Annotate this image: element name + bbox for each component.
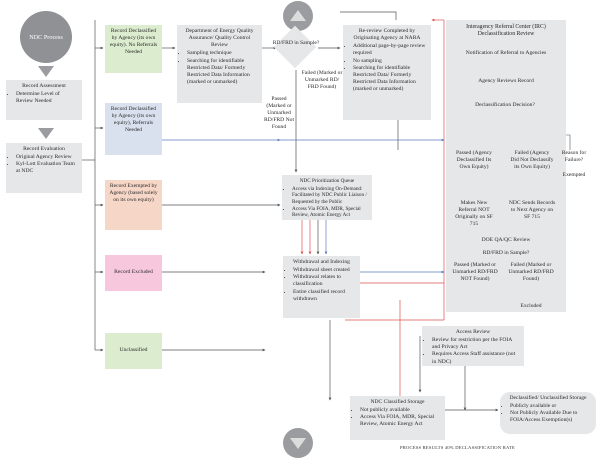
doe-qa-review-title: Department of Energy Quality Assurance/ …: [185, 28, 254, 49]
classified-storage-title: NDC Classified Storage: [370, 399, 425, 405]
record-evaluation-item: Original Agency Review: [16, 154, 78, 161]
irc-failed: Failed (Agency Did Not Declassify its Ow…: [510, 150, 554, 170]
outcome-exempted: Record Exempted by Agency (based solely …: [105, 180, 162, 230]
nara-rereview-item: Additional page-by-page review required: [353, 43, 427, 57]
outcome-label: Record Excluded: [114, 269, 153, 275]
irc-review-panel: [446, 20, 566, 312]
record-assessment-box: Record Assessment Determine Level of Rev…: [6, 80, 82, 120]
nav-up-triangle[interactable]: [283, 1, 313, 31]
record-evaluation-item: Kyl-Lott Evaluation Team at NDC: [16, 161, 78, 175]
declassified-storage-title: Declassified/ Unclassified Storage: [509, 395, 587, 401]
nara-rereview-box: Re-review Completed by Originating Agenc…: [343, 25, 431, 120]
irc-notification: Notification of Referral to Agencies: [465, 50, 547, 56]
access-review-item: Review for restriction per the FOIA and …: [432, 337, 520, 351]
doe-qa-review-item: Sampling technique: [187, 50, 258, 57]
irc-rd-question: RD/FRD in Sample?: [482, 250, 530, 256]
irc-rd-failed: Failed (Marked or Unmarked RD/FRD Found): [508, 262, 554, 282]
outcome-excluded: Record Excluded: [105, 255, 162, 291]
classified-storage-item: Not publicly available: [360, 407, 441, 414]
outcome-declassified-referrals: Record Declassified by Agency (its own e…: [105, 103, 162, 155]
withdrawal-title: Withdrawal and Indexing: [293, 259, 350, 265]
withdrawal-indexing-box: Withdrawal and Indexing Withdrawal sheet…: [283, 256, 360, 318]
outcome-label: Record Declassified by Agency (its own e…: [109, 28, 158, 56]
outcome-unclassified: Unclassified: [105, 333, 162, 369]
outcome-label: Unclassified: [119, 347, 148, 353]
outcome-label: Record Declassified by Agency (its own e…: [110, 106, 157, 134]
access-review-item: Requires Access Staff assistance (not in…: [432, 351, 520, 365]
irc-rd-passed: Passed (Marked or Unmarked RD/FRD NOT Fo…: [452, 262, 498, 282]
irc-qaqc: DOE QA/QC Review: [481, 237, 531, 243]
outcome-label: Record Exempted by Agency (based solely …: [109, 183, 158, 204]
outcome-declassified-no-referrals: Record Declassified by Agency (its own e…: [105, 25, 162, 73]
rd-decision-question: RD/FRD in Sample?: [272, 40, 320, 46]
arrow-down-icon: [38, 128, 54, 139]
withdrawal-item: Withdrawal relates to classification: [293, 274, 356, 288]
rd-decision-passed: Passed (Marked or Unmarked RD/FRD Not Fo…: [264, 96, 294, 130]
irc-exempted: Exempted: [562, 172, 586, 178]
irc-excluded: Excluded: [520, 303, 542, 309]
irc-title: Interagency Referral Center (IRC) Declas…: [466, 24, 546, 38]
doe-qa-review-box: Department of Energy Quality Assurance/ …: [177, 25, 262, 103]
withdrawal-item: Withdrawal sheet created: [293, 267, 356, 274]
declassified-storage-item: Publicly available or: [510, 403, 592, 410]
doe-qa-review-item: Searching for identifiable Restricted Da…: [187, 58, 258, 87]
nara-rereview-title: Re-review Completed by Originating Agenc…: [353, 28, 421, 42]
irc-makes-new-referral: Makes New Referral NOT Originally on SF …: [455, 200, 493, 227]
irc-decision: Declassification Decision?: [475, 102, 535, 108]
nara-rereview-item: Searching for identifiable Restricted Da…: [353, 65, 427, 94]
queue-title: NDC Prioritization Queue: [299, 178, 355, 184]
access-review-box: Access Review Review for restriction per…: [422, 326, 524, 366]
process-results-footer: PROCESS RESULTS 40% DECLASSIFICATION RAT…: [400, 445, 515, 450]
irc-passed: Passed (Agency Declassified Its Own Equi…: [456, 150, 492, 170]
record-evaluation-box: Record Evaluation Original Agency Review…: [6, 143, 82, 193]
nav-down-triangle[interactable]: [283, 428, 313, 458]
record-assessment-item: Determine Level of Review Needed: [16, 91, 78, 105]
record-evaluation-title: Record Evaluation: [23, 146, 65, 152]
ndc-prioritization-queue-box: NDC Prioritization Queue Access via Inde…: [282, 175, 372, 220]
arrow-down-icon: [38, 66, 54, 77]
withdrawal-item: Entire classified record withdrawn: [293, 289, 356, 303]
nara-rereview-item: No sampling: [353, 58, 427, 65]
declassified-storage-box: Declassified/ Unclassified Storage Publi…: [500, 392, 596, 434]
irc-sends-records: NDC Sends Records to Next Agency on SF 7…: [508, 200, 556, 220]
access-review-title: Access Review: [455, 329, 491, 335]
rd-decision-failed: Failed (Marked or Unmarked RD/ FRD Found…: [301, 70, 343, 90]
classified-storage-item: Access Via FOIA, MDR, Special Review, At…: [360, 414, 441, 428]
irc-agency-reviews: Agency Reviews Record: [478, 78, 534, 84]
queue-item: Access via Indexing On-Demand: Facilitat…: [292, 186, 368, 206]
ndc-process-start: NDC Process: [20, 11, 72, 63]
irc-reason: Reason for Failure?: [561, 150, 587, 163]
ndc-classified-storage-box: NDC Classified Storage Not publicly avai…: [350, 396, 445, 440]
record-assessment-title: Record Assessment: [22, 83, 66, 89]
declassified-storage-item: Not Publicly Available Due to FOIA/Acces…: [510, 410, 592, 424]
queue-item: Access Via FOIA, MDR, Special Review, At…: [292, 206, 368, 219]
